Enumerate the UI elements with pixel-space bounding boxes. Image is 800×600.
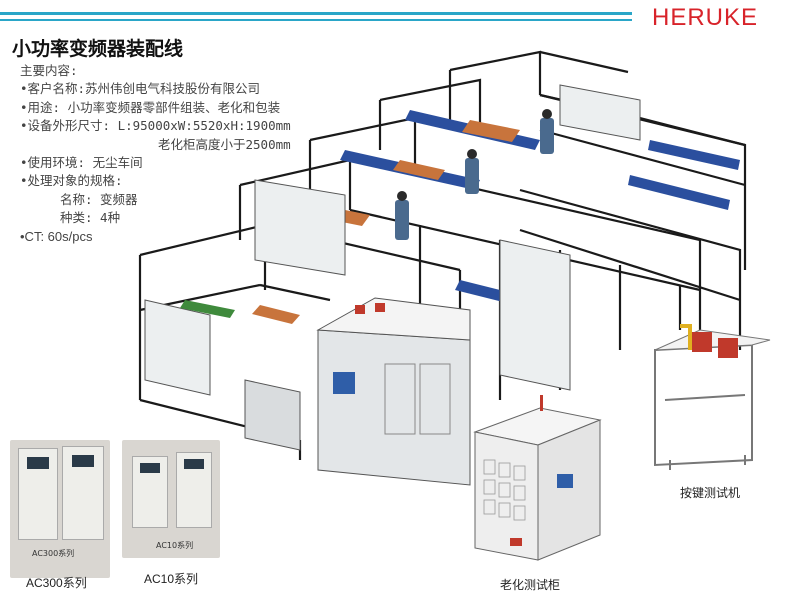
content-line-types: 种类: 4种 — [60, 210, 121, 226]
content-line-environment: •使用环境: 无尘车间 — [20, 155, 143, 171]
inverter-unit — [18, 448, 58, 540]
inverter-display — [72, 455, 94, 467]
content-line-cabinet-height: 老化柜高度小于2500mm — [158, 136, 291, 152]
ac10-caption: AC10系列 — [144, 572, 199, 586]
inverter-unit — [132, 456, 168, 528]
content-line-customer: •客户名称:苏州伟创电气科技股份有限公司 — [20, 81, 261, 97]
inverter-display — [140, 463, 160, 473]
ac10-photo-label: AC10系列 — [156, 541, 194, 550]
control-cabinet — [317, 329, 471, 486]
inverter-display — [27, 457, 49, 469]
inverter-unit — [176, 452, 212, 528]
button-tester-machine — [654, 324, 771, 470]
content-line-name: 名称: 变频器 — [60, 191, 138, 207]
ac300-photo: AC300系列 — [10, 440, 110, 578]
aging-cabinet-caption: 老化测试柜 — [500, 578, 561, 592]
content-line-usage: •用途: 小功率变频器零部件组装、老化和包装 — [20, 99, 281, 115]
header-rule-top — [0, 12, 632, 15]
content-line-dimensions: •设备外形尺寸: L:95000xW:5520xH:1900mm — [20, 118, 291, 134]
ac300-photo-label: AC300系列 — [32, 549, 75, 558]
inverter-unit — [62, 446, 104, 540]
aging-cabinet — [473, 395, 602, 561]
heruke-logo: HERUKE — [652, 4, 759, 31]
ac300-caption: AC300系列 — [26, 576, 87, 590]
content-heading: 主要内容: — [20, 63, 78, 78]
page-title: 小功率变频器装配线 — [12, 38, 184, 60]
ac10-photo: AC10系列 — [122, 440, 220, 558]
content-line-ct: •CT: 60s/pcs — [20, 228, 93, 244]
content-line-spec: •处理对象的规格: — [20, 173, 123, 189]
main-content-list: 主要内容: •客户名称:苏州伟创电气科技股份有限公司 •用途: 小功率变频器零部… — [20, 62, 291, 246]
inverter-display — [184, 459, 204, 469]
header-rule-bottom — [0, 19, 632, 21]
button-tester-caption: 按键测试机 — [680, 486, 741, 500]
